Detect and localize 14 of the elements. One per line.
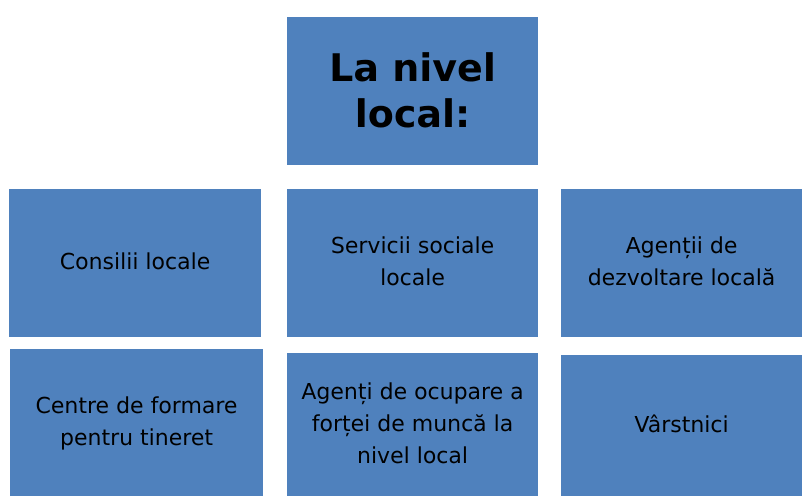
category-box [10, 349, 263, 496]
box-label: Vârstnici [634, 412, 729, 440]
box-label: Servicii sociale locale [330, 233, 496, 293]
category-box [561, 189, 802, 337]
category-box [287, 353, 538, 496]
heading-box [287, 17, 538, 165]
box-label: Centre de formare pentru tineret [34, 392, 238, 452]
category-box [9, 189, 261, 337]
box-label: Agenți de ocupare a forței de muncă la nivel local [300, 378, 525, 470]
category-box [561, 355, 802, 496]
box-label: Agenții de dezvoltare locală [586, 233, 776, 293]
box-label: Consilii locale [60, 249, 210, 277]
category-box [287, 189, 538, 337]
heading-text: La nivel local: [328, 45, 497, 137]
